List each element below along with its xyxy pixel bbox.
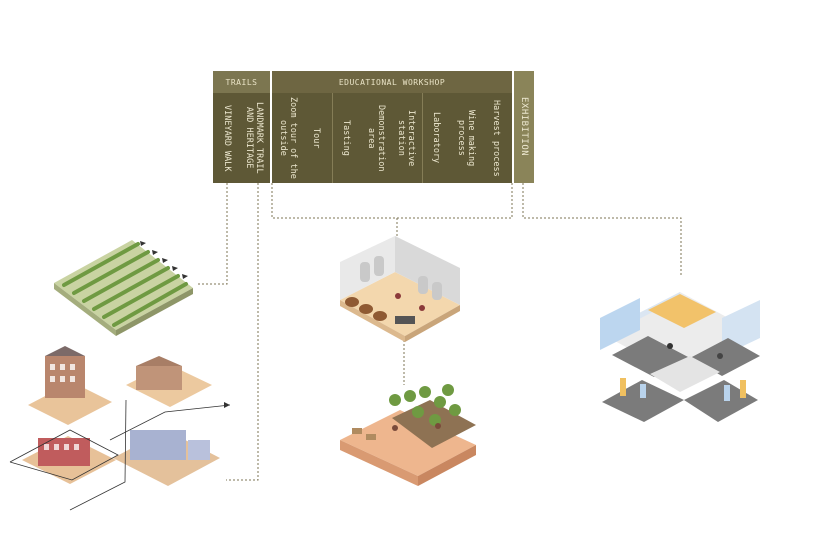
vineyard-rows-illustration bbox=[54, 240, 193, 336]
workshop-item-tasting: Tasting bbox=[341, 120, 351, 156]
trails-item-landmark-trail: LANDMARK TRAIL AND HERITAGE bbox=[244, 102, 264, 174]
trails-body bbox=[213, 93, 270, 183]
exhibition-header: EXHIBITION bbox=[514, 71, 534, 183]
divider bbox=[332, 93, 333, 183]
exhibition-hall-illustration bbox=[600, 292, 760, 422]
connector-lines bbox=[196, 183, 682, 481]
winery-workshop-illustration bbox=[340, 236, 460, 342]
trails-header: TRAILS bbox=[213, 71, 270, 93]
workshop-item-demonstration-area: Demonstration area bbox=[366, 104, 386, 172]
workshop-item-wine-making: Wine making process bbox=[456, 109, 476, 167]
workshop-item-harvest: Harvest process bbox=[491, 99, 501, 177]
workshop-item-interactive-station: Interactive station bbox=[396, 109, 416, 167]
workshop-body bbox=[272, 93, 512, 183]
harvest-field-illustration bbox=[340, 384, 476, 486]
divider bbox=[422, 93, 423, 183]
workshop-item-tour: Tour bbox=[311, 127, 321, 149]
workshop-item-zoom-tour: Zoom tour of the outside bbox=[278, 97, 298, 179]
workshop-item-laboratory: Laboratory bbox=[431, 112, 441, 164]
trails-item-vineyard-walk: VINEYARD WALK bbox=[222, 104, 232, 172]
workshop-header: EDUCATIONAL WORKSHOP bbox=[272, 71, 512, 93]
heritage-buildings-illustration bbox=[9, 346, 231, 511]
